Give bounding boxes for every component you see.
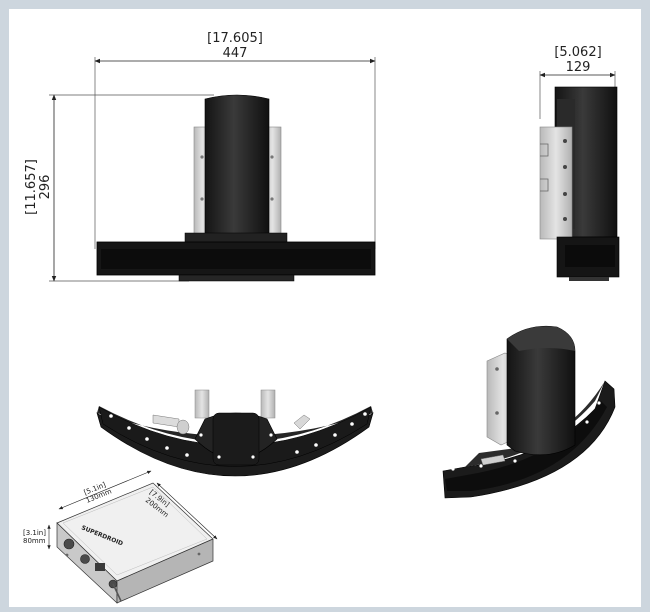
box-height-in-label: [3.1in] xyxy=(23,529,46,537)
motor-cylinder xyxy=(204,94,270,242)
drawing-sheet: [17.605] 447 [11.657] 296 [5.062] xyxy=(9,9,641,607)
iso-arc-rail xyxy=(442,380,616,499)
front-view: [17.605] 447 [11.657] 296 xyxy=(24,31,376,282)
front-height-dimension: [11.657] 296 xyxy=(24,94,214,282)
side-depth-mm-label: 129 xyxy=(566,60,591,75)
cylinder-flange xyxy=(184,232,288,244)
front-width-dimension: [17.605] 447 xyxy=(94,31,376,249)
base-foot xyxy=(178,274,295,282)
drawing-canvas: [17.605] 447 [11.657] 296 [5.062] xyxy=(23,31,620,604)
box-connector-1 xyxy=(63,538,75,550)
front-height-in-label: [11.657] xyxy=(24,159,39,215)
front-height-mm-label: 296 xyxy=(38,175,53,200)
front-width-in-label: [17.605] xyxy=(207,31,263,46)
box-connector-2 xyxy=(80,554,90,564)
side-bracket-plate xyxy=(539,126,573,240)
side-depth-in-label: [5.062] xyxy=(554,45,601,60)
box-height-mm-label: 80mm xyxy=(23,537,46,545)
isometric-view xyxy=(442,325,616,499)
top-view xyxy=(96,389,374,477)
front-width-mm-label: 447 xyxy=(223,46,248,61)
controller-box-side xyxy=(116,538,214,604)
side-view: [5.062] 129 xyxy=(539,45,620,281)
controller-box-view: SUPERDROID [5.1in] 130mm [7.9in] 200mm [… xyxy=(23,470,218,604)
